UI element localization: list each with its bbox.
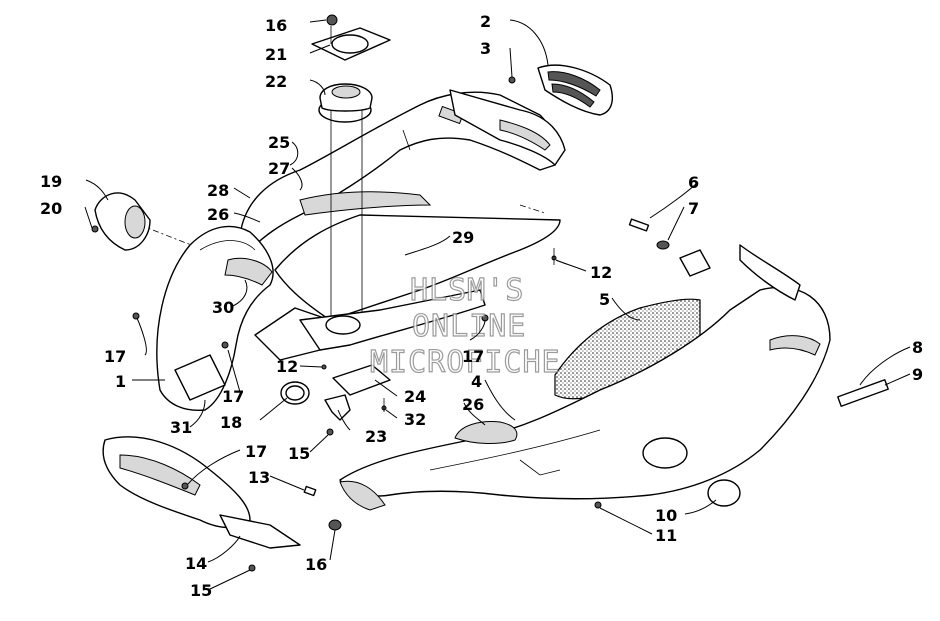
nose-cone-left (156, 225, 274, 412)
hose-clamp (280, 381, 310, 405)
callout-20: 20 (40, 199, 62, 218)
louver-vent (537, 64, 613, 116)
callout-labels: 16 21 22 2 3 25 27 28 26 29 30 19 20 12 … (40, 12, 923, 600)
fasteners (91, 76, 602, 572)
leader-lines (84, 19, 911, 591)
callout-31: 31 (170, 418, 192, 437)
callout-6: 6 (688, 173, 699, 192)
watermark-line-3: MICROFICHE (370, 345, 561, 380)
watermark-line-2: ONLINE (412, 309, 526, 344)
callout-16-top: 16 (265, 16, 287, 35)
callout-8: 8 (912, 338, 923, 357)
callout-15-lower: 15 (190, 581, 212, 600)
watermark-line-1: HLSM'S (410, 273, 524, 308)
callout-24: 24 (404, 387, 426, 406)
callout-15-center: 15 (288, 444, 310, 463)
callout-18: 18 (220, 413, 242, 432)
callout-26-lower: 26 (462, 395, 484, 414)
callout-26-upper: 26 (207, 205, 229, 224)
callout-14: 14 (185, 554, 207, 573)
callout-9: 9 (912, 365, 923, 384)
callout-21: 21 (265, 45, 287, 64)
callout-12-right: 12 (590, 263, 612, 282)
callout-11: 11 (655, 526, 677, 545)
retainer-clip (303, 485, 317, 497)
callout-25: 25 (268, 133, 290, 152)
gasket-plate (311, 27, 391, 61)
callout-3: 3 (480, 39, 491, 58)
callout-27: 27 (268, 159, 290, 178)
center-bracket (254, 289, 486, 361)
mount-bracket (324, 394, 351, 421)
cover-plate (332, 364, 391, 396)
callout-16-lower: 16 (305, 555, 327, 574)
trim-strip (837, 379, 889, 407)
bolt-and-washer (628, 218, 711, 277)
callout-17-center-left: 17 (222, 387, 244, 406)
callout-29: 29 (452, 228, 474, 247)
callout-7: 7 (688, 199, 699, 218)
callout-30: 30 (212, 298, 234, 317)
shroud-cone (94, 192, 151, 251)
callout-28: 28 (207, 181, 229, 200)
callout-17-center: 17 (462, 347, 484, 366)
plug-cap (707, 479, 741, 507)
callout-5: 5 (599, 290, 610, 309)
callout-12-left: 12 (276, 357, 298, 376)
callout-19: 19 (40, 172, 62, 191)
callout-13: 13 (248, 468, 270, 487)
rubber-boot (318, 83, 373, 123)
callout-22: 22 (265, 72, 287, 91)
callout-10: 10 (655, 506, 677, 525)
belly-pan-lower-right (339, 244, 831, 511)
wheel-well-insert (454, 421, 518, 444)
callout-17-left: 17 (104, 347, 126, 366)
watermark: HLSM'S ONLINE MICROFICHE (369, 272, 561, 380)
callout-1: 1 (115, 372, 126, 391)
callout-2: 2 (480, 12, 491, 31)
callout-23: 23 (365, 427, 387, 446)
callout-17-lower: 17 (245, 442, 267, 461)
front-bumper-lower (102, 436, 301, 549)
belly-pan-upper-shell (239, 91, 561, 321)
callout-32: 32 (404, 410, 426, 429)
nut-lower (328, 519, 342, 531)
side-trim-upper (449, 89, 566, 166)
callout-4: 4 (471, 372, 482, 391)
nut-top (326, 14, 338, 26)
